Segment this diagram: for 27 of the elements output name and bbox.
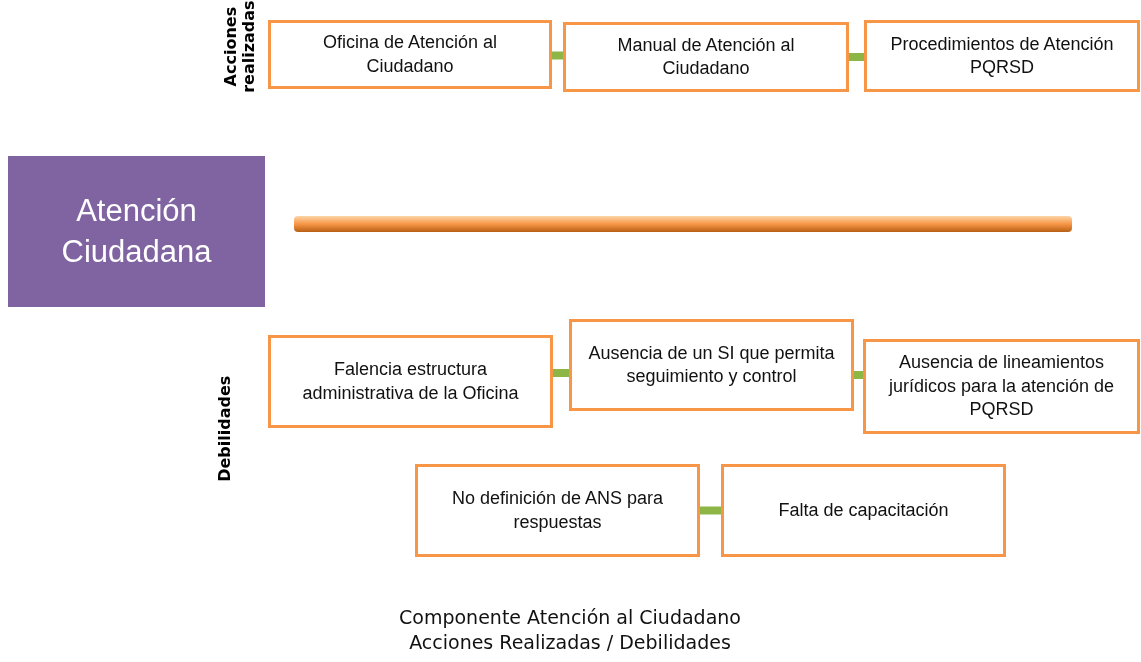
box-text: No definición de ANS para respuestas	[450, 487, 665, 534]
connector	[552, 51, 563, 60]
connector	[700, 506, 721, 515]
box-text: Falta de capacitación	[778, 498, 949, 522]
connector	[849, 53, 864, 61]
box-text: Ausencia de lineamientos jurídicos para la atención de PQRSD	[887, 351, 1116, 422]
box-text: Manual de Atención al Ciudadano	[616, 33, 796, 80]
text-box	[563, 22, 849, 92]
text-box	[569, 319, 854, 411]
box-text: Procedimientos de Atención PQRSD	[889, 32, 1115, 79]
text-box	[721, 464, 1006, 557]
text-box	[268, 335, 553, 428]
connector	[553, 369, 569, 377]
section-label: Debilidades	[216, 374, 234, 484]
box-text: Ausencia de un SI que permita seguimiento y control	[587, 341, 836, 388]
text-box	[268, 20, 552, 89]
section-label: Acciones realizadas	[222, 0, 258, 95]
horizontal-bar	[294, 216, 1072, 232]
box-text: Falencia estructura administrativa de la Oficina	[301, 358, 520, 405]
caption: Componente Atención al Ciudadano Acciones Realizadas / Debilidades	[398, 605, 742, 655]
connector	[854, 371, 863, 379]
box-text: Atención Ciudadana	[60, 192, 213, 271]
box-text: Oficina de Atención al Ciudadano	[321, 31, 499, 78]
text-box	[415, 464, 700, 557]
title-box	[8, 156, 265, 307]
text-box	[863, 339, 1140, 434]
text-box	[864, 20, 1140, 92]
